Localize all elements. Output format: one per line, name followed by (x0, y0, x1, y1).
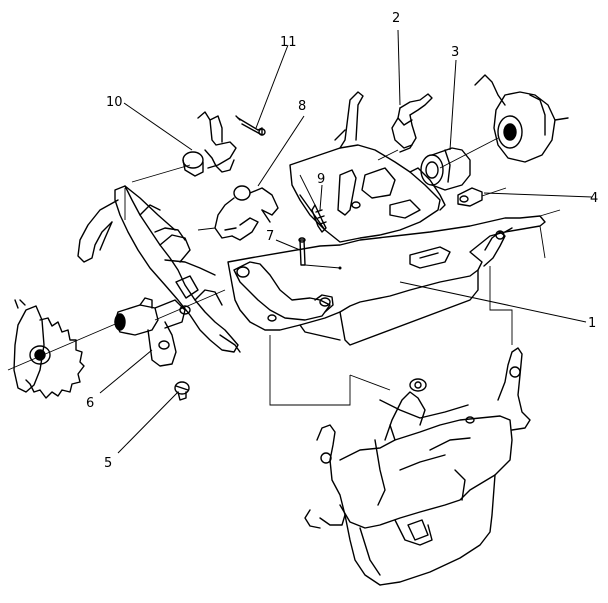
part-10-bracket (182, 111, 237, 177)
part-9-spring (311, 204, 327, 233)
main-plate (227, 215, 546, 346)
left-side-frame (77, 185, 241, 353)
left-knob (114, 297, 186, 367)
callout-1: 1 (588, 316, 596, 331)
callout-5: 5 (104, 456, 112, 471)
assembly-guide-lines (7, 137, 561, 406)
callout-10: 10 (106, 95, 123, 110)
leader-lines (99, 29, 593, 454)
part-7-pin (298, 237, 306, 266)
part-3-knob (420, 147, 471, 191)
left-gear (13, 299, 85, 399)
callout-labels: 1 2 3 4 5 6 7 8 9 10 11 (86, 11, 598, 471)
callout-3: 3 (451, 45, 459, 60)
callout-8: 8 (298, 99, 306, 114)
part-4-clip (457, 187, 483, 207)
callout-11: 11 (280, 35, 297, 50)
screw (174, 381, 190, 401)
part-2-spring (391, 93, 433, 153)
part-8-latch (214, 185, 279, 241)
part-11-pin (235, 115, 266, 136)
lower-frame (304, 347, 531, 586)
callout-6: 6 (86, 396, 94, 411)
callout-9: 9 (317, 172, 325, 187)
right-knob (474, 74, 569, 163)
callout-7: 7 (266, 229, 274, 244)
callout-2: 2 (392, 11, 400, 26)
callout-4: 4 (590, 191, 598, 206)
top-bracket (289, 91, 446, 243)
